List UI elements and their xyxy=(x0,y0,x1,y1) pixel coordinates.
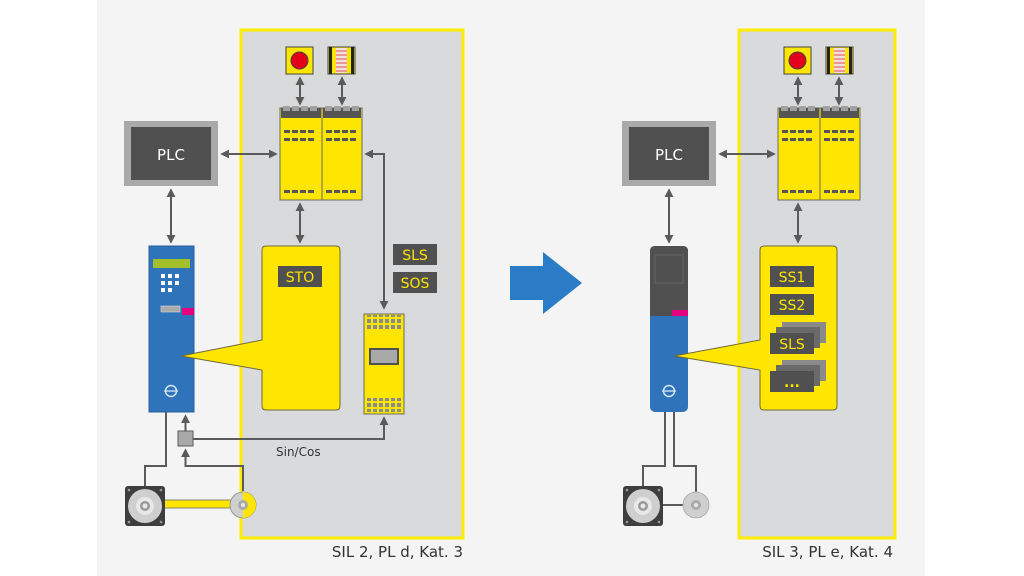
encoder-icon xyxy=(682,491,710,519)
more-label: ... xyxy=(784,375,800,391)
light-curtain-icon xyxy=(327,46,356,75)
sos-badge xyxy=(393,272,437,293)
sls-badge xyxy=(393,244,437,265)
encoder-feedback-line xyxy=(181,448,244,491)
right-arrow-icon xyxy=(510,252,582,314)
drive-encoder-cable xyxy=(673,412,697,492)
encoder-icon xyxy=(229,491,257,519)
right-configuration: PLC SS1 SS2 SLS xyxy=(622,28,897,561)
emergency-stop-icon xyxy=(285,46,314,75)
ss1-badge xyxy=(770,266,814,287)
plc-label: PLC xyxy=(655,146,683,164)
drive-motor-cable xyxy=(642,412,666,487)
drive-logo-icon xyxy=(662,384,676,398)
left-rating: SIL 2, PL d, Kat. 3 xyxy=(332,543,463,561)
sls-label: SLS xyxy=(402,248,428,264)
sto-label: STO xyxy=(286,270,314,286)
safety-relay-icon xyxy=(279,106,363,201)
plc-label: PLC xyxy=(157,146,185,164)
right-rating: SIL 3, PL e, Kat. 4 xyxy=(762,543,893,561)
sto-badge xyxy=(278,266,322,287)
left-configuration: PLC STO SLS SOS xyxy=(124,28,465,561)
drive-unit xyxy=(148,245,195,413)
ss2-badge xyxy=(770,294,814,315)
motor-shaft xyxy=(163,499,235,509)
ss1-label: SS1 xyxy=(779,270,806,286)
signal-splitter xyxy=(177,430,194,447)
plc-block: PLC xyxy=(124,121,218,186)
drive-logo-icon xyxy=(164,384,178,398)
motor-icon xyxy=(623,486,663,526)
sin-cos-label: Sin/Cos xyxy=(276,445,321,459)
drive-motor-cable xyxy=(144,412,167,487)
sls-label: SLS xyxy=(779,337,805,353)
plc-block: PLC xyxy=(622,121,716,186)
safety-relay-icon xyxy=(777,106,861,201)
drive-unit xyxy=(650,246,688,412)
splitter-module-link xyxy=(193,416,389,440)
safety-module-icon xyxy=(363,313,405,415)
light-curtain-icon xyxy=(825,46,854,75)
emergency-stop-icon xyxy=(783,46,812,75)
motor-icon xyxy=(125,486,165,526)
ss2-label: SS2 xyxy=(779,298,806,314)
sls-stack: SLS xyxy=(770,322,826,354)
relay-module-link xyxy=(364,149,389,310)
more-functions-stack: ... xyxy=(770,360,826,392)
sos-label: SOS xyxy=(401,276,430,292)
